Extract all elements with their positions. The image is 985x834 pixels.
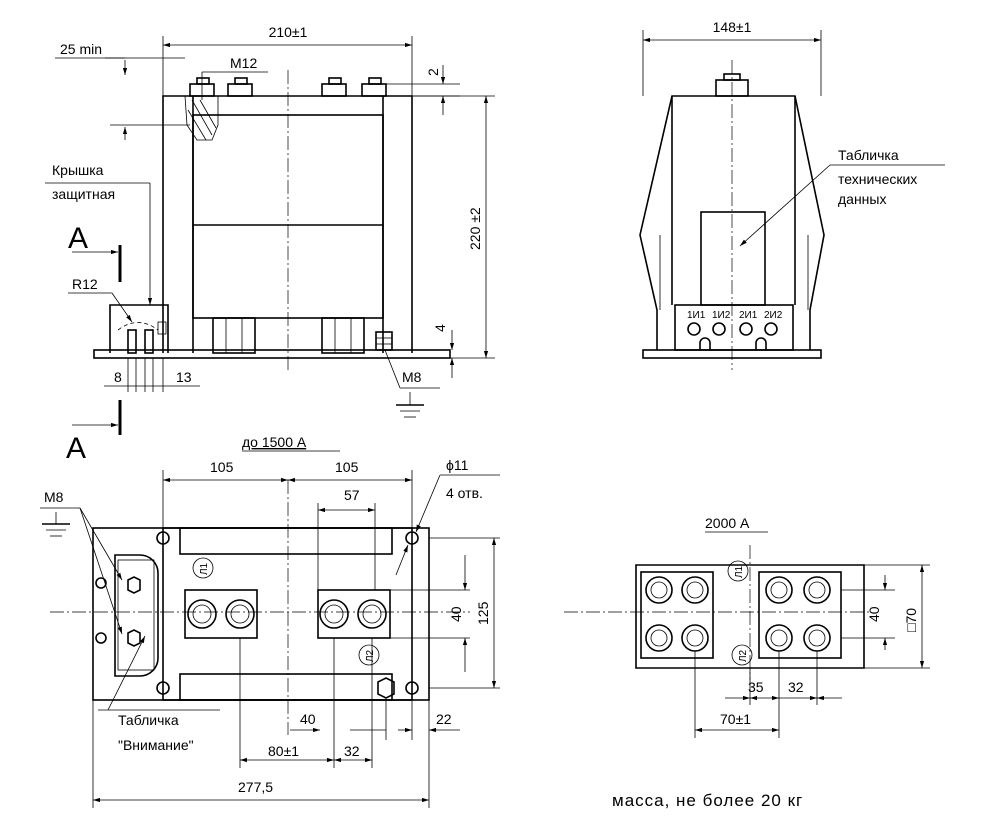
variant-marking-l2: Л2 <box>738 649 749 662</box>
top-dim-40-bottom: 40 <box>300 711 316 727</box>
variant-dim-32: 32 <box>788 679 804 695</box>
front-dim-height: 220 ±2 <box>467 207 483 250</box>
top-hole-count: 4 отв. <box>446 485 483 501</box>
side-terminal-1: 1И1 <box>687 310 706 321</box>
top-terminal-cover <box>114 554 159 677</box>
front-bolt-label: M12 <box>230 55 257 71</box>
front-housing <box>162 95 413 353</box>
variant-busbar-right <box>758 571 842 659</box>
top-attention-label-1: Табличка <box>118 712 179 728</box>
mount-hole-3 <box>156 681 170 695</box>
side-terminal-3: 2И1 <box>739 310 758 321</box>
variant-2000: 2000 А Л1 Л2 40 □70 <box>564 515 930 738</box>
top-dim-40: 40 <box>448 606 464 622</box>
front-terminal-cover <box>109 304 169 353</box>
mount-hole-4 <box>405 681 419 695</box>
section-label-top: A <box>68 222 88 255</box>
front-foot-right <box>321 317 365 354</box>
side-terminal-4: 2И2 <box>764 310 783 321</box>
top-dim-57: 57 <box>344 487 360 503</box>
mount-hole-1 <box>156 531 170 545</box>
top-dim-total: 277,5 <box>238 779 273 795</box>
front-foot-left <box>212 317 256 354</box>
variant-busbar-left <box>640 571 714 659</box>
top-dim-80: 80±1 <box>268 743 299 759</box>
top-dim-125: 125 <box>475 601 491 625</box>
front-dim-min: 25 min <box>60 41 102 57</box>
busbar-right <box>317 589 391 639</box>
front-dim-13: 13 <box>176 369 192 385</box>
front-dim-gap: 2 <box>425 68 441 76</box>
top-view: до 1500 А <box>40 434 500 808</box>
mass-note: масса, не более 20 кг <box>612 791 803 810</box>
top-dim-22: 22 <box>436 711 452 727</box>
side-dim-width: 148±1 <box>713 19 752 35</box>
top-dim-32: 32 <box>344 743 360 759</box>
variant-dim-35: 35 <box>748 679 764 695</box>
side-plate-label-3: данных <box>838 191 886 207</box>
variant-dim-40: 40 <box>866 606 882 622</box>
variant-dim-70-bottom: 70±1 <box>720 711 751 727</box>
side-plate-label-2: технических <box>838 171 917 187</box>
side-terminal-2: 1И2 <box>712 310 731 321</box>
front-dim-8: 8 <box>114 369 122 385</box>
mount-hole-2 <box>405 531 419 545</box>
variant-dim-70: □70 <box>903 608 919 632</box>
variant-heading: 2000 А <box>705 515 750 531</box>
front-dim-base: 4 <box>432 324 448 332</box>
top-ground-label: M8 <box>44 489 64 505</box>
top-dim-105-left: 105 <box>210 459 234 475</box>
busbar-left <box>184 589 258 639</box>
side-nameplate <box>700 211 766 306</box>
front-dim-width: 210±1 <box>269 24 308 40</box>
side-terminal-box <box>674 304 794 351</box>
front-view: 210±1 25 min M12 2 220 ±2 4 Крышка защит… <box>45 24 495 465</box>
front-cover-label-1: Крышка <box>52 162 104 178</box>
front-ground-label: M8 <box>402 369 422 385</box>
variant-marking-l1: Л1 <box>734 565 745 578</box>
top-dim-105-right: 105 <box>335 459 359 475</box>
marking-l1: Л1 <box>199 562 210 575</box>
section-label-bottom: A <box>66 432 86 465</box>
front-radius-label: R12 <box>72 276 98 292</box>
top-heading: до 1500 А <box>242 434 307 450</box>
top-ground-bolt <box>377 677 395 699</box>
side-view: 1И1 1И2 2И1 2И2 148±1 Табличка техническ… <box>639 19 945 370</box>
marking-l2: Л2 <box>365 649 376 662</box>
side-plate-label-1: Табличка <box>838 147 899 163</box>
top-attention-label-2: "Внимание" <box>118 737 194 753</box>
front-base-plate <box>93 349 451 359</box>
front-cover-label-2: защитная <box>52 186 115 202</box>
top-hole-dia: ϕ11 <box>446 457 469 473</box>
